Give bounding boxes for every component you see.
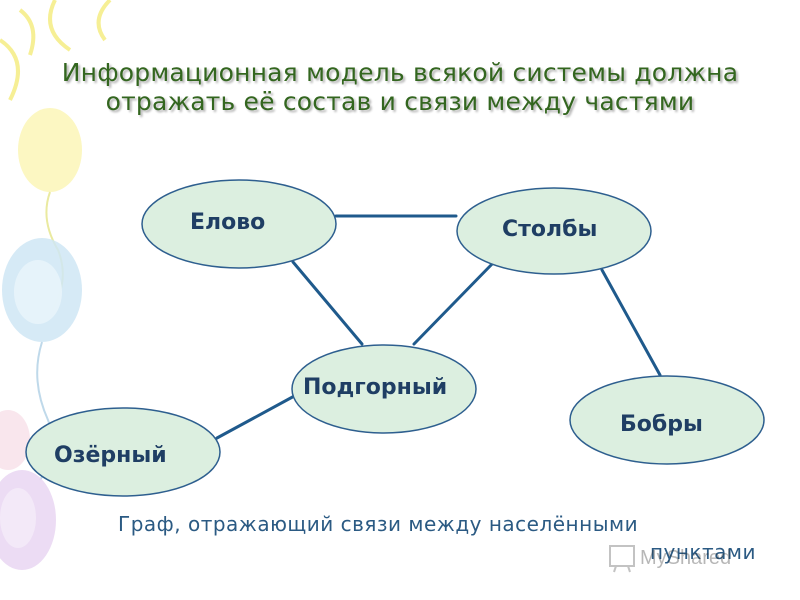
graph-nodes xyxy=(25,179,765,497)
sun-rays-decoration xyxy=(0,0,112,101)
node-label-bobry: Бобры xyxy=(620,412,703,437)
node-label-ozerny: Озёрный xyxy=(54,443,167,468)
watermark-text: MyShared xyxy=(640,547,731,569)
edge-podgorny-ozerny xyxy=(215,392,300,440)
node-podgorny xyxy=(291,344,477,434)
caption-line-1: Граф, отражающий связи между населёнными xyxy=(118,512,639,536)
edge-stolby-podgorny xyxy=(412,260,496,346)
node-elovo xyxy=(141,179,337,269)
edge-elovo-podgorny xyxy=(291,260,364,346)
graph-edges xyxy=(215,214,662,440)
node-ozerny xyxy=(25,407,221,497)
graph-caption: Граф, отражающий связи между населёнными… xyxy=(118,510,778,566)
node-stolby xyxy=(456,187,652,275)
node-label-elovo: Елово xyxy=(190,210,265,235)
pink-balloon-icon xyxy=(0,410,30,470)
node-bobry xyxy=(569,375,765,465)
yellow-balloon-icon xyxy=(18,108,82,192)
edge-stolby-bobry xyxy=(600,268,662,377)
node-label-podgorny: Подгорный xyxy=(303,375,447,400)
caption-line-2: пунктами xyxy=(649,540,756,564)
node-label-stolby: Столбы xyxy=(502,217,597,242)
myshared-watermark: MyShared xyxy=(609,545,731,573)
slide-title: Информационная модель всякой системы дол… xyxy=(61,58,739,116)
